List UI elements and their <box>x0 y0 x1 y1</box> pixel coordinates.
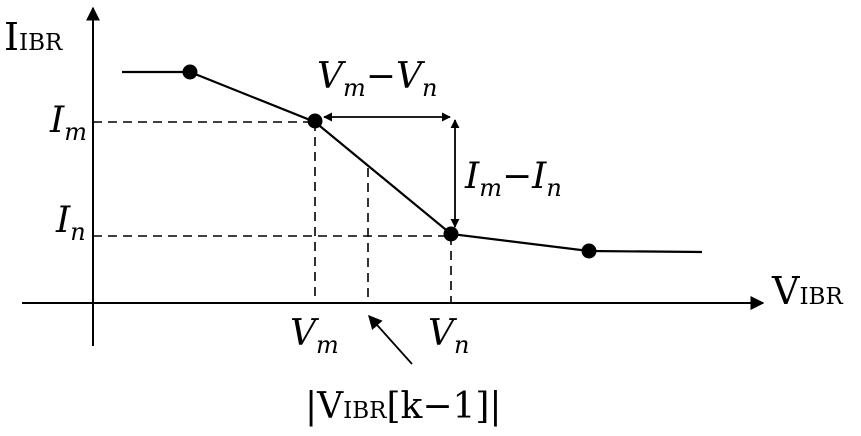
delta-v-label: Vm−Vn <box>317 56 437 102</box>
breakpoint-dot-1 <box>182 64 198 80</box>
x-axis-label: VIBR <box>771 269 843 313</box>
vm-label: Vm <box>290 313 339 359</box>
breakpoint-dot-n <box>443 226 459 242</box>
breakpoint-dot-m <box>307 113 323 129</box>
vn-label: Vn <box>428 313 469 359</box>
delta-i-label: Im−In <box>464 156 562 202</box>
characteristic-curve <box>122 70 703 254</box>
breakpoint-dot-4 <box>581 243 597 259</box>
in-label: In <box>55 200 86 246</box>
im-label: Im <box>49 100 87 146</box>
y-axis-label: IIBR <box>4 15 63 59</box>
prev-voltage-pointer-arrow <box>368 314 413 365</box>
prev-voltage-label: |VIBR[k−1]| <box>305 386 502 427</box>
